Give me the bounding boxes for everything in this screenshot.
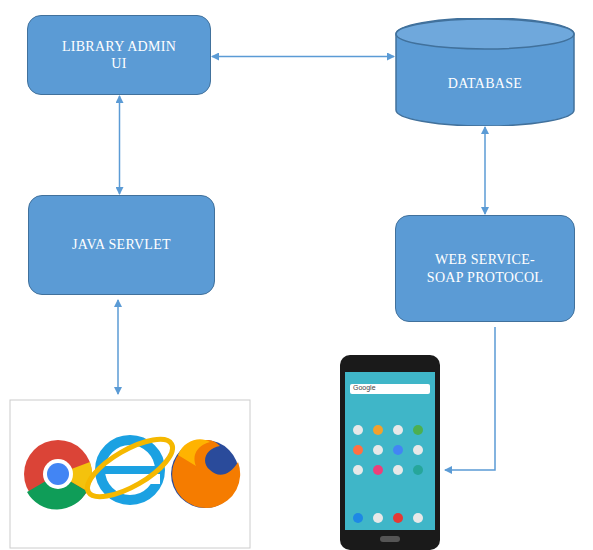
screen-text: Google — [353, 384, 376, 391]
process-box: WEB SERVICE- SOAP PROTOCOL — [395, 215, 575, 322]
connector-arrow — [484, 127, 486, 214]
node-label: LIBRARY ADMIN UI — [59, 38, 179, 73]
database-cylinder: DATABASE — [395, 18, 575, 126]
browser-icons — [10, 400, 250, 548]
process-box: JAVA SERVLET — [28, 195, 215, 295]
node-label: DATABASE — [448, 75, 522, 93]
phone-icon — [340, 355, 440, 550]
cylinder-outline — [395, 18, 575, 126]
node-label: WEB SERVICE- SOAP PROTOCOL — [415, 251, 555, 286]
connector-arrow — [212, 56, 394, 58]
browser-link — [117, 300, 119, 394]
process-box: LIBRARY ADMIN UI — [27, 15, 211, 95]
node-label: JAVA SERVLET — [72, 236, 171, 254]
connector-arrow — [119, 96, 121, 194]
phone-link — [445, 327, 495, 470]
